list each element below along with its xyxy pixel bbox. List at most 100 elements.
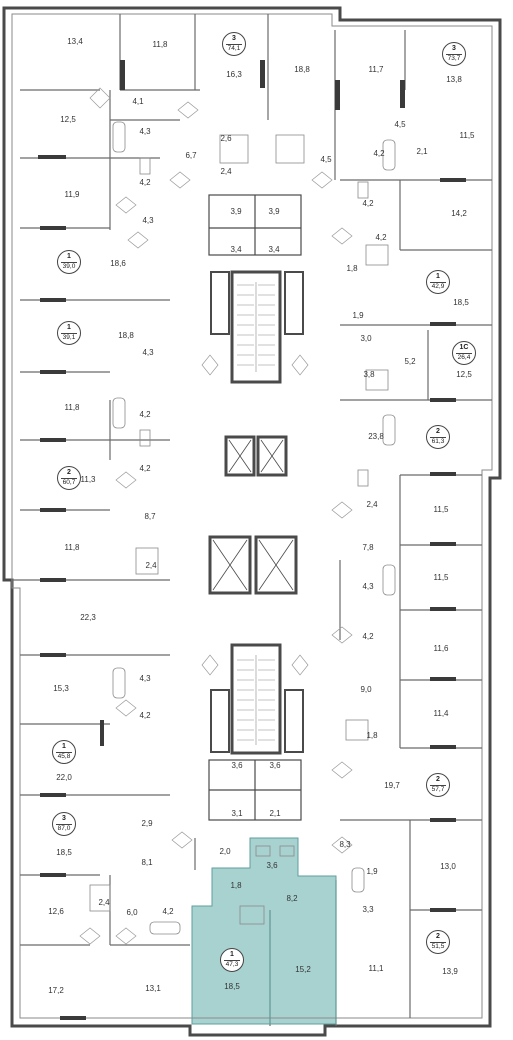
room-area: 11,5: [459, 131, 475, 140]
room-area: 18,5: [224, 982, 240, 991]
room-area: 13,8: [446, 75, 462, 84]
room-area: 7,8: [362, 543, 374, 552]
room-area: 18,5: [56, 848, 72, 857]
rooms-count: 1: [67, 253, 71, 260]
room-area: 17,2: [48, 986, 64, 995]
room-area: 4,3: [362, 582, 374, 591]
room-area: 2,4: [366, 500, 378, 509]
corridor-core: [208, 194, 304, 821]
room-area: 23,8: [368, 432, 384, 441]
divider: [430, 281, 446, 283]
rooms-count: 3: [232, 35, 236, 42]
room-area: 4,3: [139, 127, 151, 136]
room-area: 9,0: [360, 685, 372, 694]
room-area: 2,0: [219, 847, 231, 856]
room-area: 13,0: [440, 862, 456, 871]
room-area: 11,6: [433, 644, 449, 653]
room-area: 4,3: [142, 348, 154, 357]
room-area: 8,2: [286, 894, 298, 903]
apartment-area: 61,3: [431, 437, 445, 445]
room-area: 4,5: [394, 120, 406, 129]
room-area: 4,2: [139, 410, 151, 419]
room-area: 11,8: [152, 40, 168, 49]
divider: [446, 53, 462, 55]
apartment-area: 51,5: [431, 942, 445, 950]
room-area: 2,4: [145, 561, 157, 570]
room-area: 1,8: [230, 881, 242, 890]
apartment-area: 39,1: [62, 333, 76, 341]
room-area: 3,0: [360, 334, 372, 343]
room-area: 4,2: [373, 149, 385, 158]
room-area: 3,6: [231, 761, 243, 770]
selected-apartment-fill: [192, 838, 336, 1024]
rooms-count: 1С: [459, 344, 469, 351]
room-area: 1,9: [352, 311, 364, 320]
doors: [79, 87, 353, 945]
room-area: 4,2: [139, 711, 151, 720]
room-area: 22,0: [56, 773, 72, 782]
room-area: 3,1: [231, 809, 243, 818]
room-area: 5,2: [404, 357, 416, 366]
room-area: 16,3: [226, 70, 242, 79]
room-area: 12,6: [48, 907, 64, 916]
room-area: 15,3: [53, 684, 69, 693]
room-area: 4,1: [132, 97, 144, 106]
room-area: 13,9: [442, 967, 458, 976]
room-area: 3,6: [269, 761, 281, 770]
room-area: 2,4: [98, 898, 110, 907]
rooms-count: 1: [436, 273, 440, 280]
room-area: 1,8: [366, 731, 378, 740]
apartment-area: 39,0: [62, 262, 76, 270]
room-area: 14,2: [451, 209, 467, 218]
room-area: 4,2: [375, 233, 387, 242]
room-area: 6,7: [185, 151, 197, 160]
room-area: 4,2: [139, 178, 151, 187]
room-area: 1,8: [346, 264, 358, 273]
rooms-count: 1: [230, 951, 234, 958]
divider: [430, 784, 446, 786]
room-area: 11,4: [433, 709, 449, 718]
rooms-count: 2: [436, 428, 440, 435]
room-area: 13,1: [145, 984, 161, 993]
room-area: 18,8: [118, 331, 134, 340]
room-area: 3,4: [230, 245, 242, 254]
room-area: 4,2: [362, 199, 374, 208]
apartment-area: 42,9: [431, 282, 445, 290]
rooms-count: 2: [67, 469, 71, 476]
room-area: 12,5: [456, 370, 472, 379]
room-area: 2,4: [220, 167, 232, 176]
divider: [226, 43, 242, 45]
apartment-area: 60,7: [62, 478, 76, 486]
room-area: 8,7: [144, 512, 156, 521]
room-area: 18,6: [110, 259, 126, 268]
divider: [61, 332, 77, 334]
room-area: 2,6: [220, 134, 232, 143]
apartment-area: 47,3: [225, 960, 239, 968]
room-area: 3,4: [268, 245, 280, 254]
room-area: 8,1: [141, 858, 153, 867]
divider: [61, 477, 77, 479]
room-area: 1,9: [366, 867, 378, 876]
room-area: 4,3: [142, 216, 154, 225]
interior-walls: [12, 14, 492, 1026]
divider: [56, 751, 72, 753]
room-area: 12,5: [60, 115, 76, 124]
rooms-count: 3: [62, 815, 66, 822]
room-area: 2,1: [269, 809, 281, 818]
room-area: 11,1: [368, 964, 384, 973]
apartment-area: 73,7: [447, 54, 461, 62]
divider: [430, 436, 446, 438]
